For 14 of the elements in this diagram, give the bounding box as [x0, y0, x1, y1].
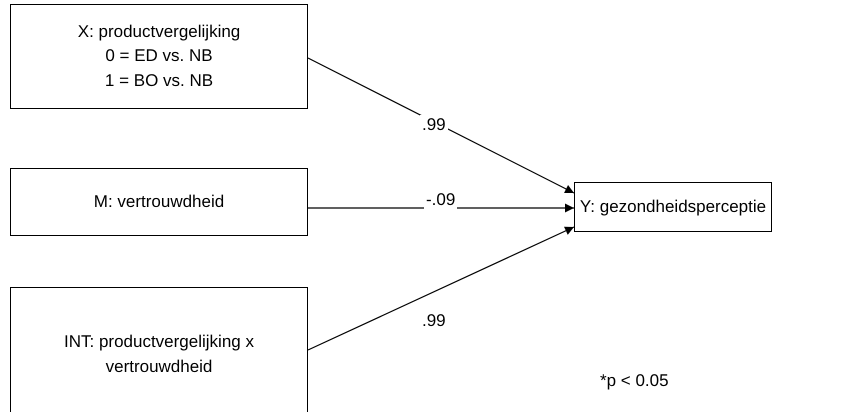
note-text: *p < 0.05 [598, 371, 671, 391]
variable-box [10, 287, 308, 412]
variable-box [574, 182, 772, 232]
variable-text: 0 = ED vs. NB [105, 45, 213, 68]
variable-box [10, 168, 308, 236]
variable-text: Y: gezondheidsperceptie [580, 196, 766, 218]
variable-text: 1 = BO vs. NB [104, 70, 214, 92]
variable-text: INT: productvergelijking x vertrouwdheid [63, 330, 255, 378]
variable-box [10, 4, 308, 109]
arrow [308, 57, 574, 194]
arrow [308, 226, 574, 351]
variable-text: X: productvergelijking [78, 20, 240, 43]
variable-text: M: vertrouwdheid [94, 190, 224, 213]
edge-label: -.09 [424, 190, 458, 210]
